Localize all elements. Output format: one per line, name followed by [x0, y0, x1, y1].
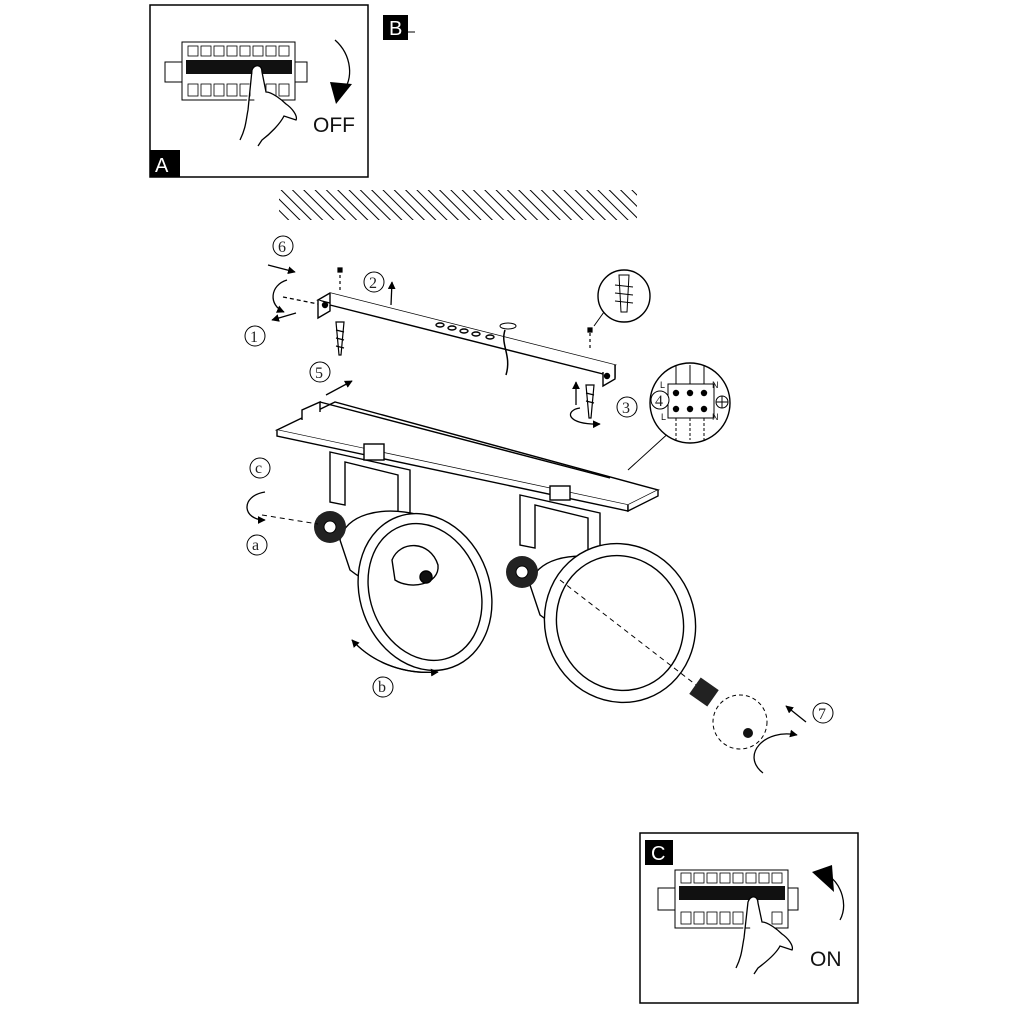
step-labels: 6 1 2 5 3 4 7 c [244, 235, 834, 724]
ceiling-hatch [279, 190, 637, 220]
arrow-up-icon [812, 865, 834, 892]
terminal-l-bottom: L [661, 412, 666, 422]
terminal-block-callout: L N L N [627, 362, 731, 471]
screws [335, 267, 595, 419]
step-3-label: 3 [616, 396, 638, 418]
step-6-label: 6 [272, 235, 294, 257]
svg-text:1: 1 [250, 329, 258, 346]
svg-text:7: 7 [818, 706, 826, 723]
breaker-panel [164, 41, 308, 101]
step-5-label: 5 [309, 361, 331, 383]
panel-b-tag: B [383, 15, 415, 40]
svg-text:4: 4 [655, 393, 663, 410]
wall-plug-callout [593, 269, 651, 327]
mounting-bracket [316, 292, 617, 388]
light-bulb [689, 677, 768, 750]
terminal-n-bottom: N [712, 412, 719, 422]
adjust-knob-left [314, 511, 346, 543]
spotlight-right [519, 485, 697, 704]
adjust-b-label: b [372, 676, 394, 698]
panel-c-switch-on: C ON [639, 832, 859, 1004]
bulb-guide-line [559, 579, 701, 689]
adjust-knob-right [506, 556, 538, 588]
svg-text:3: 3 [622, 400, 630, 417]
on-label: ON [810, 948, 842, 971]
step-4-label: 4 [650, 390, 670, 410]
svg-text:b: b [378, 679, 386, 696]
adjust-a-label: a [246, 534, 268, 556]
adjust-c-label: c [249, 457, 271, 479]
motion-arrows [246, 264, 807, 774]
svg-text:B: B [389, 18, 402, 40]
breaker-panel [657, 869, 799, 929]
step-7-label: 7 [812, 702, 834, 724]
svg-text:a: a [252, 537, 259, 554]
panel-c-tag: C [651, 843, 665, 865]
arrow-down-icon [330, 82, 352, 104]
off-label: OFF [313, 114, 355, 137]
step-2-label: 2 [363, 271, 385, 293]
step-1-label: 1 [244, 325, 266, 347]
svg-text:2: 2 [369, 275, 377, 292]
terminal-l-top: L [660, 380, 665, 390]
panel-a-tag: A [155, 155, 169, 177]
svg-text:5: 5 [315, 365, 323, 382]
spotlight-left [329, 443, 493, 672]
panel-a-switch-off: OFF A [149, 4, 369, 178]
hand-icon [735, 896, 794, 975]
hand-icon [239, 65, 298, 147]
supply-cable [503, 329, 509, 376]
svg-text:c: c [255, 460, 262, 477]
svg-text:6: 6 [278, 239, 286, 256]
terminal-n-top: N [712, 380, 719, 390]
